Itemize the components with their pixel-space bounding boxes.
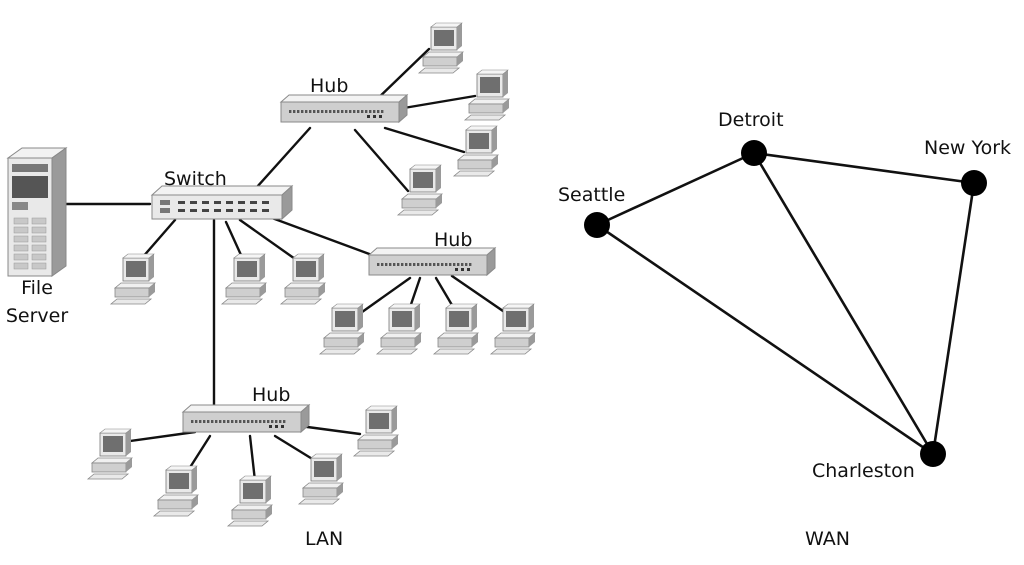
wan-node-label-charleston: Charleston — [812, 460, 915, 482]
hub-icon-right — [367, 246, 497, 277]
wan-node-charleston — [920, 441, 946, 467]
computer-icon — [86, 428, 134, 480]
hub-label-right: Hub — [434, 229, 473, 251]
lan-caption: LAN — [305, 528, 344, 550]
wan-link-detroit-charleston — [752, 151, 935, 456]
hub-label-bottom: Hub — [252, 384, 291, 406]
computer-icon — [489, 303, 537, 355]
wan-node-new-york — [961, 170, 987, 196]
computer-icon — [297, 453, 345, 505]
link-switch-hub-right — [270, 216, 374, 257]
computer-icon — [220, 253, 268, 305]
wan-link-seattle-detroit — [595, 151, 756, 227]
computer-icon — [226, 475, 274, 527]
wan-node-seattle — [584, 212, 610, 238]
computer-icon — [352, 405, 400, 457]
hub-label-top: Hub — [310, 75, 349, 97]
file-server-label-line1: File — [21, 277, 53, 299]
wan-caption: WAN — [805, 528, 850, 550]
computer-icon — [417, 22, 465, 74]
wan-node-label-detroit: Detroit — [718, 109, 784, 131]
computer-icon — [109, 253, 157, 305]
wan-link-seattle-charleston — [595, 223, 935, 456]
wan-nodes — [584, 140, 987, 467]
hub-icon-bottom — [181, 403, 311, 434]
hub-icon-top — [279, 93, 409, 124]
switch-icon — [150, 184, 294, 221]
computer-icon — [432, 303, 480, 355]
computer-icon — [463, 69, 511, 121]
wan-node-label-seattle: Seattle — [558, 184, 626, 206]
wan-link-new-york-charleston — [931, 181, 976, 456]
switch-label: Switch — [164, 168, 227, 190]
computer-icon — [452, 125, 500, 177]
file-server-label-line2: Server — [5, 305, 69, 327]
computer-icon — [375, 303, 423, 355]
file-server-icon — [6, 147, 68, 277]
lan-devices — [6, 22, 537, 527]
link-hub-top-pc — [383, 126, 466, 154]
wan-link-detroit-new-york — [752, 151, 976, 185]
computer-icon — [152, 465, 200, 517]
link-hub-top-pc — [353, 128, 410, 193]
wan-node-label-new-york: New York — [924, 137, 1012, 159]
file-server-label: File Server — [2, 274, 72, 330]
computer-icon — [279, 253, 327, 305]
computer-icon — [396, 164, 444, 216]
link-hub-bottom-pc — [298, 424, 362, 436]
computer-icon — [318, 303, 366, 355]
wan-node-detroit — [741, 140, 767, 166]
wan-links — [595, 151, 976, 456]
